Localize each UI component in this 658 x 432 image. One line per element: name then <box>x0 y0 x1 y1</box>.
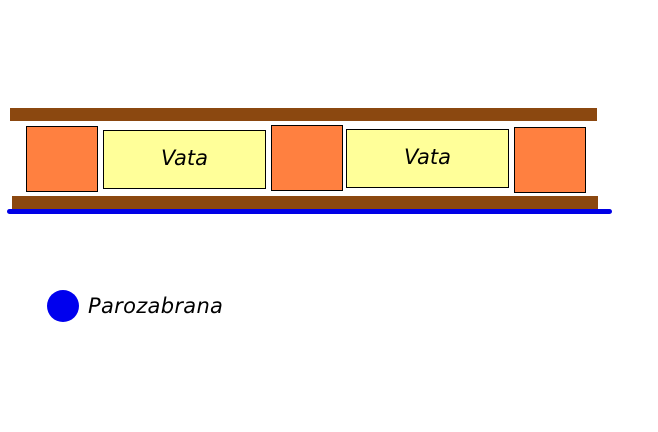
insulation-label-2: Vata <box>404 144 451 169</box>
beam-3 <box>514 127 586 193</box>
beam-1 <box>26 126 98 192</box>
beam-2 <box>271 125 343 191</box>
vapor-barrier-line <box>7 209 612 214</box>
legend-dot-icon <box>47 290 79 322</box>
bottom-board <box>12 196 598 209</box>
legend-label: Parozabrana <box>88 294 224 318</box>
insulation-block-2: Vata <box>346 129 509 188</box>
insulation-label-1: Vata <box>161 145 208 170</box>
insulation-block-1: Vata <box>103 130 266 189</box>
legend: Parozabrana <box>47 290 223 322</box>
top-board <box>10 108 597 121</box>
